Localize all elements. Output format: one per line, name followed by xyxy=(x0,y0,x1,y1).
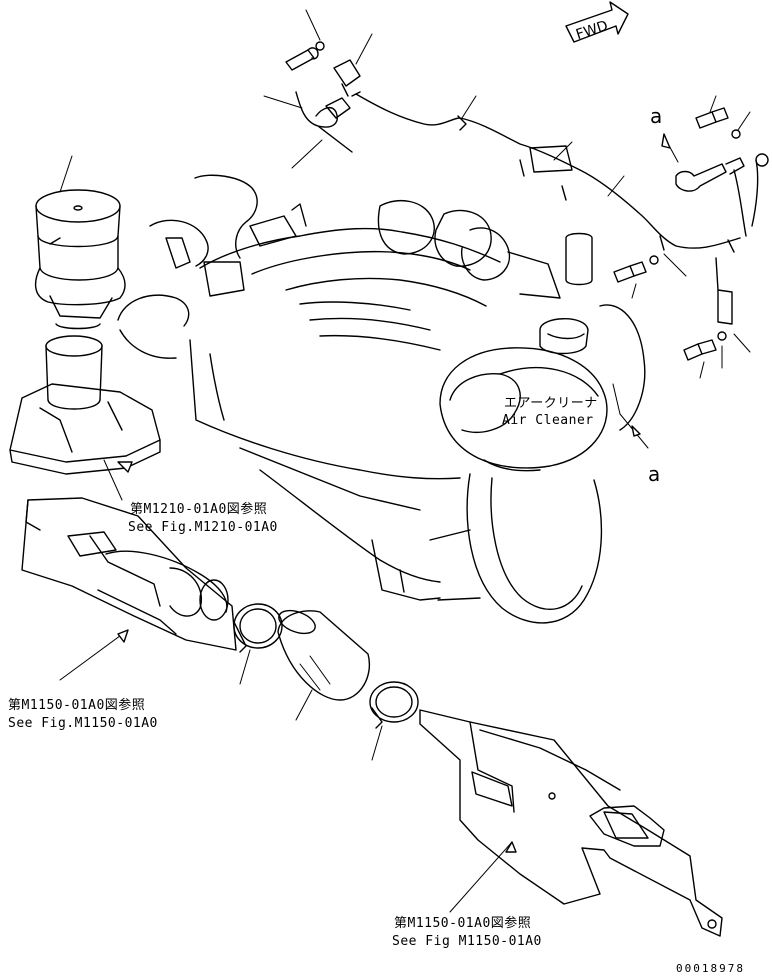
bolt-set-right xyxy=(613,107,741,361)
drawing-code: 00018978 xyxy=(676,962,745,975)
ref3-arrowhead xyxy=(505,841,517,853)
hose-clamp-lower xyxy=(369,681,419,729)
a-arrow-head xyxy=(661,133,671,149)
air-cleaner-label-en: Air Cleaner xyxy=(502,413,594,428)
engine-outline xyxy=(117,174,646,624)
ref1-label-en: See Fig.M1210-01A0 xyxy=(128,520,278,535)
leader-arrowhead xyxy=(631,425,641,437)
ref1-arrowhead xyxy=(117,461,133,473)
sensor-harness xyxy=(285,41,769,325)
air-cleaner-body xyxy=(439,318,608,472)
lower-cover-plate xyxy=(419,709,723,937)
hose xyxy=(277,609,370,701)
ref1-label-jp: 第M1210-01A0図参照 xyxy=(130,502,268,517)
air-cleaner-label-jp: エアークリーナ xyxy=(504,396,598,411)
pre-cleaner xyxy=(34,189,126,330)
ref3-label-jp: 第M1150-01A0図参照 xyxy=(394,916,532,931)
hose-clamp-upper xyxy=(233,603,283,653)
lower-duct-bracket xyxy=(21,497,237,651)
intake-duct xyxy=(9,335,161,475)
mark-a-top: a xyxy=(650,104,663,128)
ref2-arrowhead xyxy=(117,629,129,643)
ref3-label-en: See Fig M1150-01A0 xyxy=(392,934,542,949)
fwd-arrow-icon xyxy=(565,1,629,43)
leader-lines xyxy=(59,9,751,913)
ref2-label-en: See Fig.M1150-01A0 xyxy=(8,716,158,731)
ref2-label-jp: 第M1150-01A0図参照 xyxy=(8,698,146,713)
mark-a-right: a xyxy=(648,462,661,486)
